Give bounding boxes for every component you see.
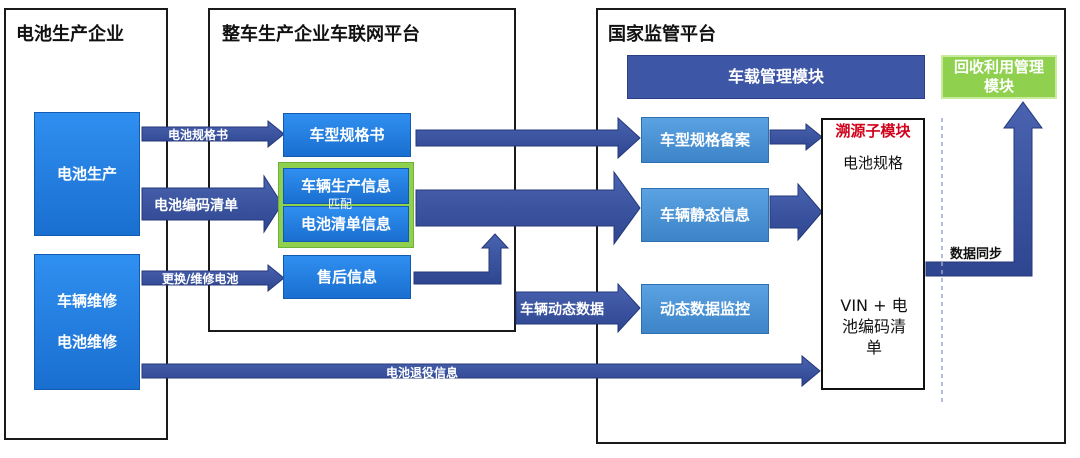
after-sales-info-label: 售后信息 (316, 267, 377, 286)
arrow-replace-repair (141, 263, 285, 293)
label-battery-spec-book: 电池规格书 (168, 128, 229, 142)
trace-battery-spec: 电池规格 (842, 154, 903, 172)
after-sales-info-box: 售后信息 (283, 255, 411, 299)
battery-production-box: 电池生产 (34, 112, 140, 236)
vehicle-repair-label: 车辆维修 (56, 292, 117, 311)
vehicle-platform-title: 整车生产企业车联网平台 (222, 24, 420, 45)
trace-vin-list: VIN + 电池编码清单 (840, 296, 908, 357)
arrow-battery-retire (141, 354, 821, 388)
recycling-module-label: 回收利用管理模块 (953, 58, 1044, 95)
trace-submodule-box: 溯源子模块 电池规格 VIN + 电池编码清单 (821, 118, 925, 390)
dynamic-monitoring-box: 动态数据监控 (641, 284, 769, 334)
model-spec-box: 车型规格书 (283, 113, 411, 157)
arrow-battery-code-list (141, 174, 283, 234)
vehicle-static-info-label: 车辆静态信息 (659, 205, 750, 224)
battery-repair-label: 电池维修 (56, 333, 117, 351)
recycling-module-box: 回收利用管理模块 (941, 55, 1057, 99)
model-spec-record-box: 车型规格备案 (641, 117, 769, 163)
arrow-dynamic-data (515, 282, 641, 334)
arrow-data-sync (925, 101, 1043, 277)
label-data-sync: 数据同步 (950, 247, 1003, 262)
national-platform-title: 国家监管平台 (608, 24, 716, 45)
match-label: 匹配 (328, 197, 353, 211)
battery-enterprise-title: 电池生产企业 (16, 24, 124, 45)
label-battery-code-list: 电池编码清单 (154, 198, 238, 214)
label-replace-repair-battery: 更换/维修电池 (162, 272, 239, 286)
vehicle-static-info-box: 车辆静态信息 (641, 188, 769, 242)
label-battery-retire-info: 电池退役信息 (386, 366, 459, 380)
battery-list-info-box: 电池清单信息 (283, 206, 409, 242)
model-spec-label: 车型规格书 (309, 125, 385, 144)
dynamic-monitoring-label: 动态数据监控 (659, 299, 750, 318)
vehicle-production-info-box: 车辆生产信息 (283, 168, 409, 204)
arrow-static-to-trace (769, 182, 823, 242)
arrow-battery-spec-book (141, 119, 285, 149)
arrow-record-to-trace (769, 122, 823, 152)
battery-production-label: 电池生产 (56, 164, 117, 183)
arrow-production-to-static (415, 170, 641, 246)
repair-box: 车辆维修 电池维修 (34, 254, 140, 390)
arrow-after-sales-up (413, 233, 510, 285)
arrow-spec-to-record (415, 116, 641, 160)
onboard-module-label: 车载管理模块 (727, 67, 824, 86)
onboard-module-box: 车载管理模块 (627, 55, 925, 99)
model-spec-record-label: 车型规格备案 (659, 130, 750, 149)
trace-submodule-title: 溯源子模块 (835, 122, 911, 140)
label-vehicle-dynamic-data: 车辆动态数据 (520, 302, 604, 318)
vehicle-production-info-label: 车辆生产信息 (300, 176, 391, 195)
battery-list-info-label: 电池清单信息 (300, 214, 391, 233)
